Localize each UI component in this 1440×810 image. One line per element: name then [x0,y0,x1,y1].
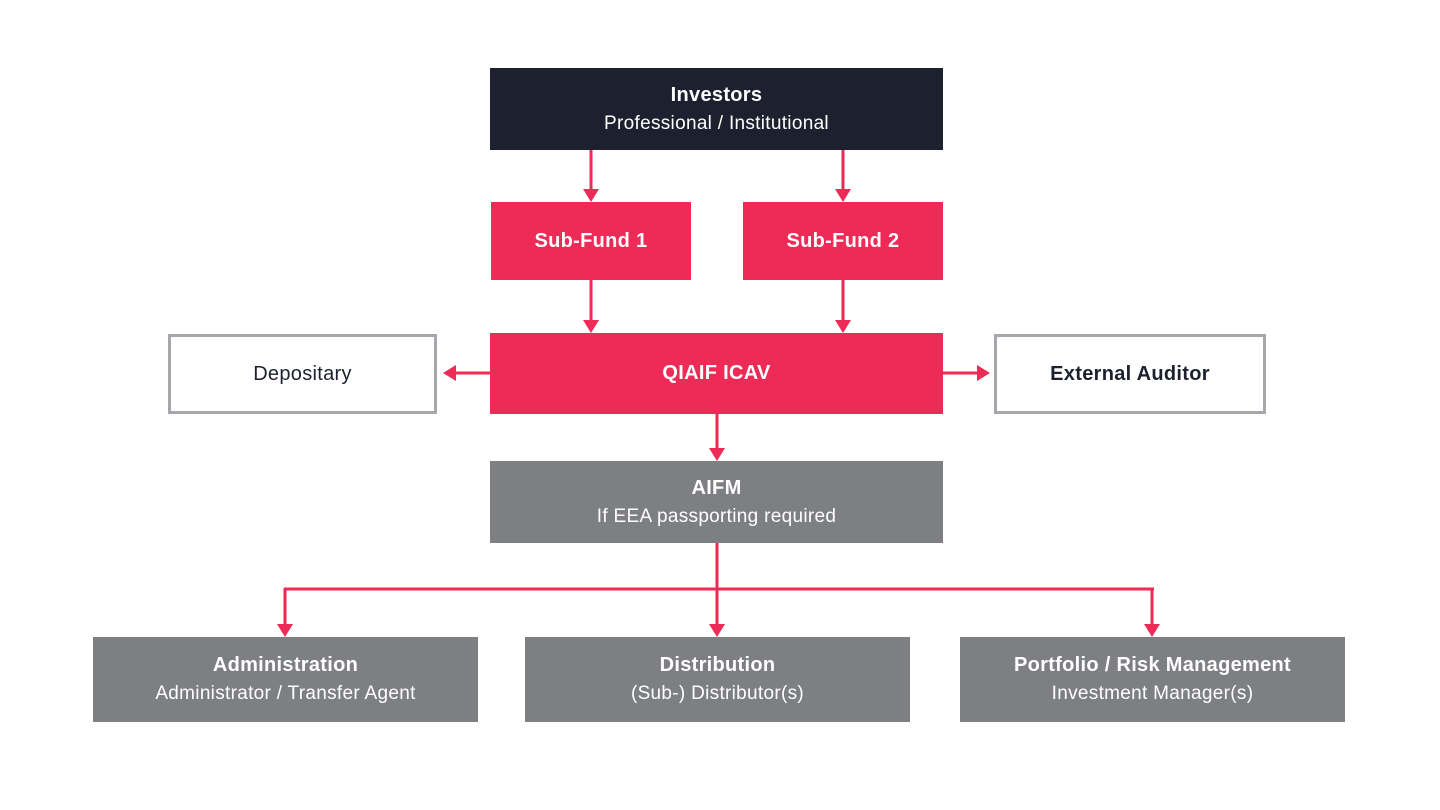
sub-fund-2-title: Sub-Fund 2 [786,229,900,252]
investors-box: Investors Professional / Institutional [490,68,943,150]
depositary-title: Depositary [253,362,352,385]
depositary-box: Depositary [168,334,437,414]
arrow-subfund2-to-qiaif-head [835,320,851,333]
aifm-box: AIFM If EEA passporting required [490,461,943,543]
administration-box: Administration Administrator / Transfer … [93,637,478,722]
portfolio-risk-management-box: Portfolio / Risk Management Investment M… [960,637,1345,722]
arrow-investors-to-subfund1-head [583,189,599,202]
distribution-subtitle: (Sub-) Distributor(s) [630,683,805,704]
portfolio-risk-management-title: Portfolio / Risk Management [1013,654,1292,676]
arrow-branch-to-administration-head [277,624,293,637]
investors-title: Investors [670,83,763,106]
distribution-box: Distribution (Sub-) Distributor(s) [525,637,910,722]
sub-fund-2-box: Sub-Fund 2 [743,202,943,280]
external-auditor-box: External Auditor [994,334,1266,414]
arrow-qiaif-to-aifm-head [709,448,725,461]
qiaif-icav-box: QIAIF ICAV [490,333,943,414]
arrow-qiaif-to-auditor-head [977,365,990,381]
administration-title: Administration [212,654,359,676]
arrow-qiaif-to-depositary-head [443,365,456,381]
sub-fund-1-title: Sub-Fund 1 [534,229,648,252]
aifm-title: AIFM [691,476,742,499]
portfolio-risk-management-subtitle: Investment Manager(s) [1051,683,1254,704]
arrow-subfund1-to-qiaif-head [583,320,599,333]
sub-fund-1-box: Sub-Fund 1 [491,202,691,280]
arrow-aifm-to-distribution-head [709,624,725,637]
aifm-subtitle: If EEA passporting required [596,505,837,527]
external-auditor-title: External Auditor [1050,362,1210,385]
administration-subtitle: Administrator / Transfer Agent [155,683,416,704]
investors-subtitle: Professional / Institutional [604,112,829,134]
arrow-investors-to-subfund2-head [835,189,851,202]
arrow-branch-to-portfolio-head [1144,624,1160,637]
distribution-title: Distribution [659,654,776,676]
qiaif-icav-title: QIAIF ICAV [662,362,771,384]
